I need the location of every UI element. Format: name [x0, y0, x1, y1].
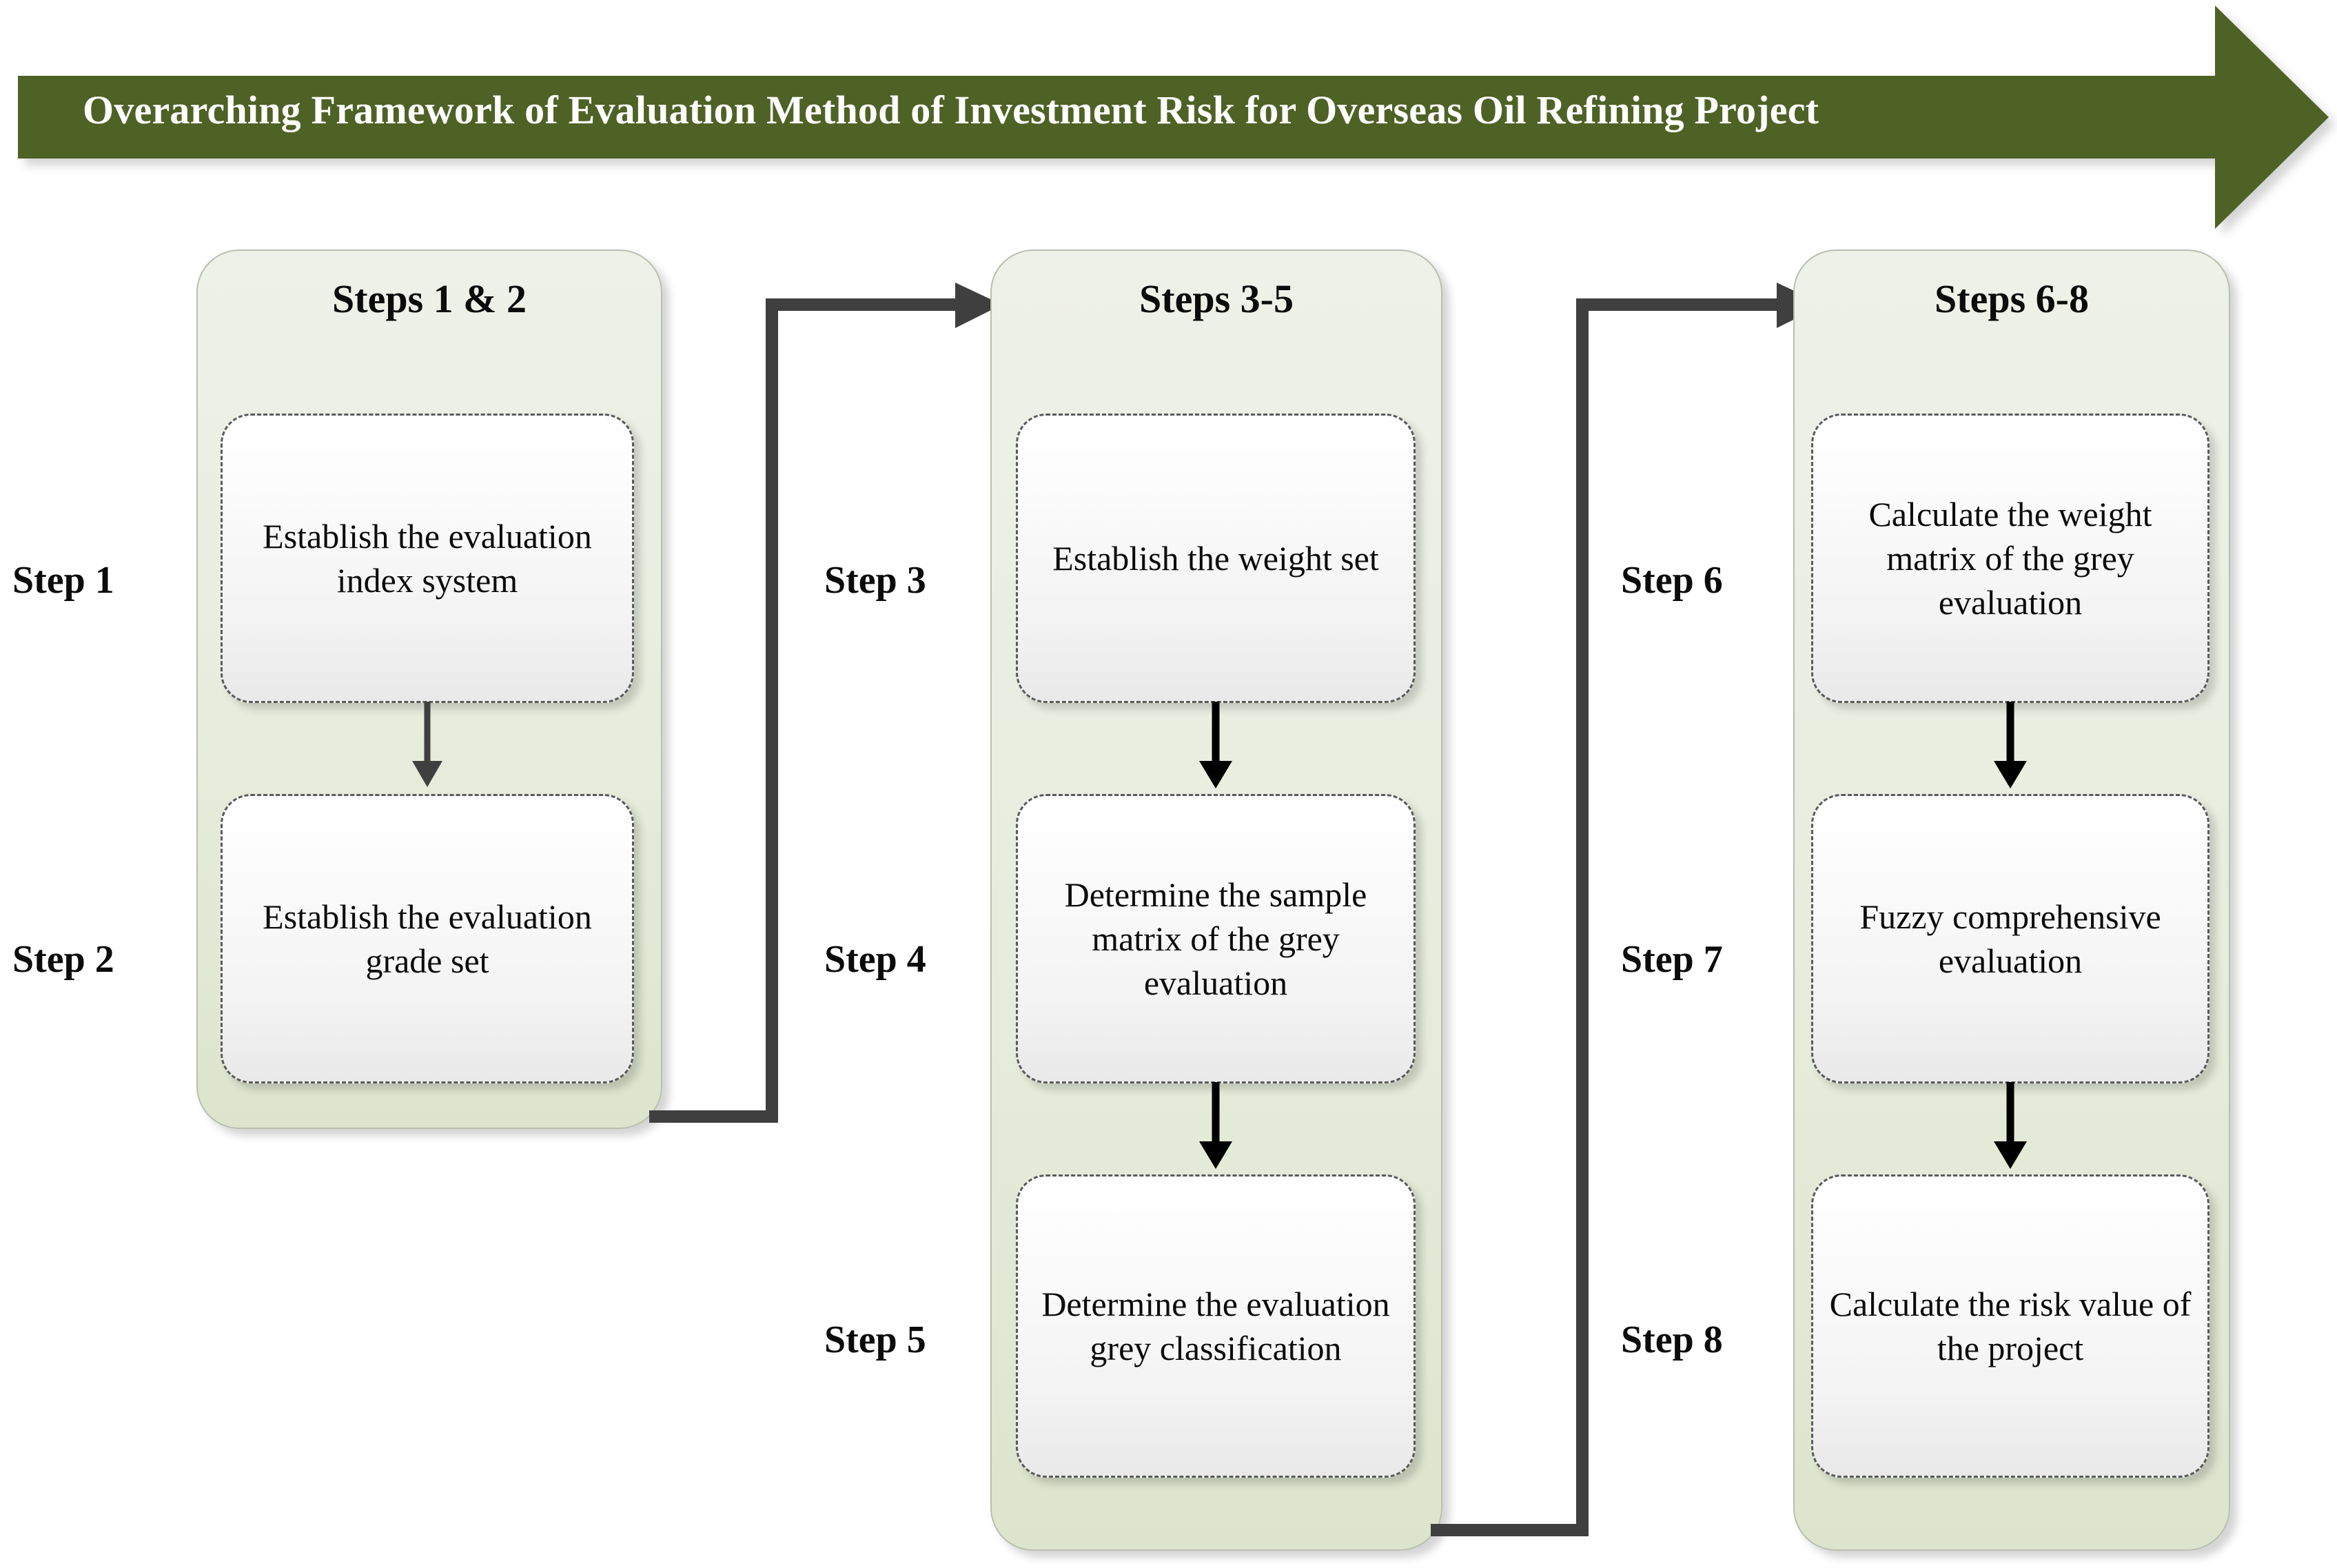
node-step-4-label: Determine the sample matrix of the grey … — [1064, 875, 1367, 1002]
node-step-5[interactable]: Determine the evaluation grey classifica… — [1016, 1174, 1416, 1478]
step-label-4: Step 4 — [824, 938, 926, 981]
step-label-2: Step 2 — [12, 938, 114, 981]
connector-col1-to-col2 — [649, 283, 1002, 1123]
banner: Overarching Framework of Evaluation Meth… — [0, 0, 2337, 238]
node-step-4[interactable]: Determine the sample matrix of the grey … — [1016, 794, 1416, 1083]
arrow-step1-to-step2 — [412, 702, 442, 787]
arrow-step7-to-step8 — [1994, 1082, 2027, 1169]
step-label-1: Step 1 — [12, 559, 114, 602]
panel-title-1: Steps 1 & 2 — [332, 276, 527, 321]
arrow-step4-to-step5 — [1199, 1082, 1232, 1169]
node-step-2[interactable]: Establish the evaluation grade set — [221, 794, 634, 1083]
step-label-8: Step 8 — [1621, 1318, 1723, 1361]
arrow-step3-to-step4 — [1199, 702, 1232, 788]
node-step-1[interactable]: Establish the evaluation index system — [221, 414, 634, 703]
node-step-1-label: Establish the evaluation index system — [263, 517, 592, 600]
node-step-3-label: Establish the weight set — [1052, 539, 1379, 578]
node-step-3[interactable]: Establish the weight set — [1016, 414, 1416, 703]
node-step-7[interactable]: Fuzzy comprehensive evaluation — [1811, 794, 2210, 1083]
node-step-8[interactable]: Calculate the risk value of the project — [1811, 1174, 2210, 1478]
node-step-5-label: Determine the evaluation grey classifica… — [1041, 1285, 1390, 1367]
panel-title-2: Steps 3-5 — [1139, 276, 1294, 321]
step-label-7: Step 7 — [1621, 938, 1723, 981]
arrow-step6-to-step7 — [1994, 702, 2027, 788]
node-step-7-label: Fuzzy comprehensive evaluation — [1859, 897, 2161, 980]
node-step-2-label: Establish the evaluation grade set — [263, 897, 592, 980]
node-step-8-label: Calculate the risk value of the project — [1829, 1285, 2192, 1367]
step-label-3: Step 3 — [824, 559, 926, 602]
node-step-6[interactable]: Calculate the weight matrix of the grey … — [1811, 414, 2210, 703]
step-label-6: Step 6 — [1621, 559, 1723, 602]
panel-title-3: Steps 6-8 — [1935, 276, 2089, 321]
banner-title: Overarching Framework of Evaluation Meth… — [83, 88, 1819, 132]
step-label-5: Step 5 — [824, 1318, 926, 1361]
node-step-6-label: Calculate the weight matrix of the grey … — [1868, 495, 2152, 622]
banner-arrow-shape — [18, 6, 2329, 229]
